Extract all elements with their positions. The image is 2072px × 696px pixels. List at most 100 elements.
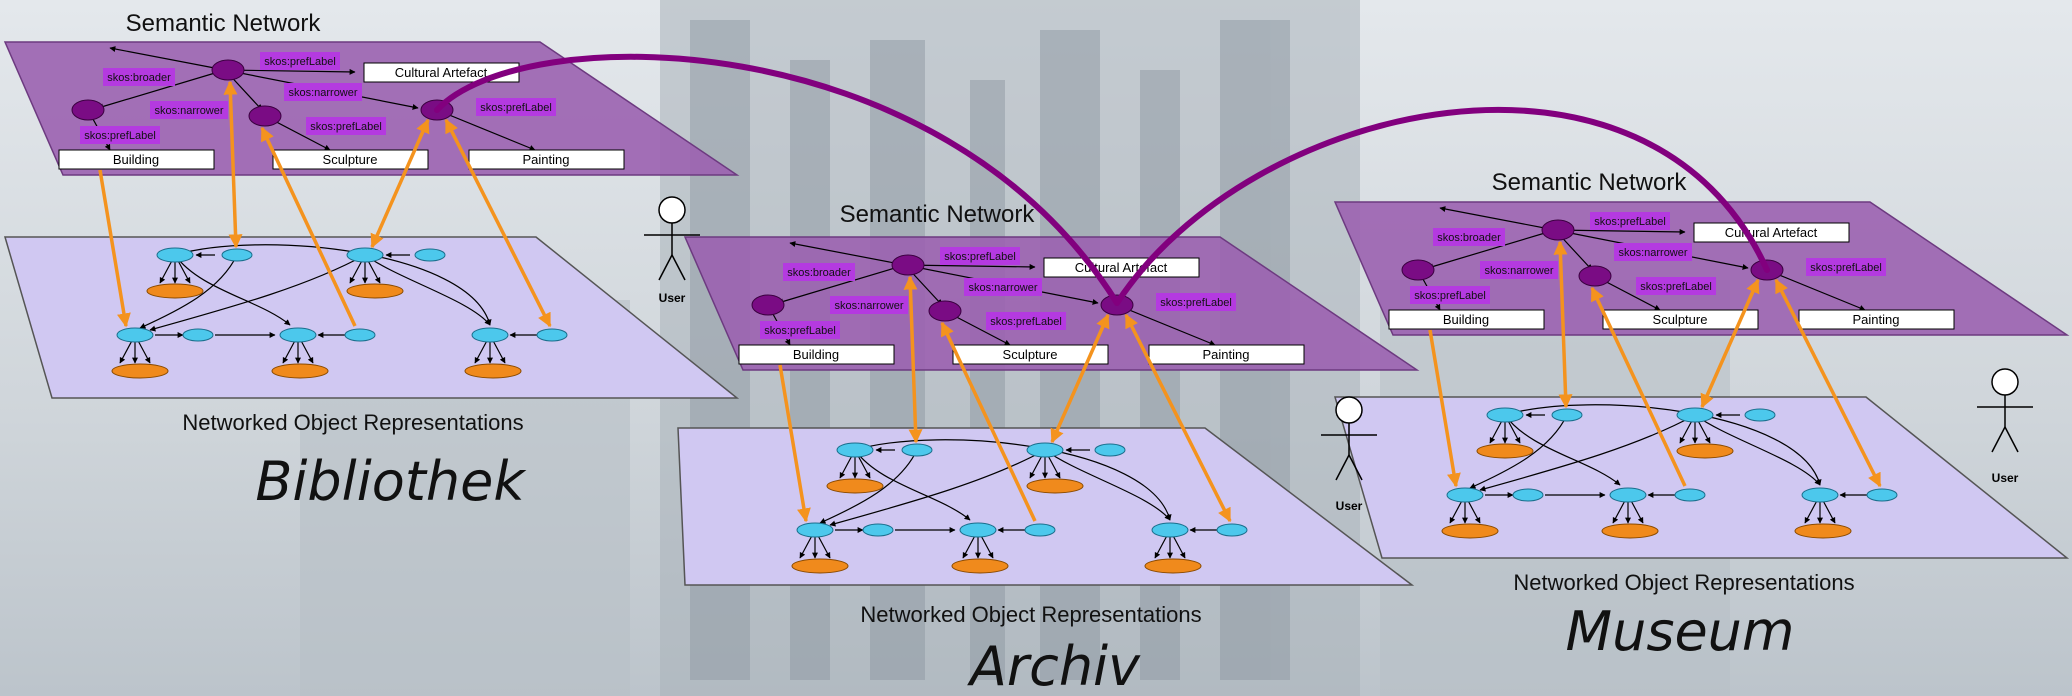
object-base-node[interactable]: [346, 283, 404, 299]
relation-tag-broader: skos:broader: [107, 72, 171, 84]
object-node[interactable]: [346, 247, 384, 263]
object-base-nodes: [1441, 443, 1852, 539]
object-node[interactable]: [1551, 408, 1583, 422]
concept-label-building: Building: [113, 152, 159, 167]
object-node[interactable]: [1216, 523, 1248, 537]
unit-archiv: Semantic Network skos:broader skos:prefL…: [644, 196, 1420, 696]
object-representation-layer: Networked Object Representations: [677, 427, 1415, 627]
concept-label-cultural-artefact: Cultural Artefact: [395, 65, 488, 80]
institution-name-museum: Museum: [1566, 600, 1795, 663]
concept-node[interactable]: [1578, 265, 1612, 287]
object-nodes: [1446, 407, 1898, 503]
object-node[interactable]: [1744, 408, 1776, 422]
relation-tag-narrower: skos:narrower: [1618, 247, 1687, 259]
relation-tags: skos:broader skos:prefLabel skos:narrowe…: [80, 52, 556, 144]
relation-tag-preflabel: skos:prefLabel: [1640, 281, 1712, 293]
object-base-node[interactable]: [271, 363, 329, 379]
object-base-node[interactable]: [1601, 523, 1659, 539]
relation-tag-preflabel: skos:prefLabel: [944, 251, 1016, 263]
semantic-network-layer: Semantic Network skos:broader skos:prefL…: [3, 10, 740, 176]
object-node[interactable]: [1801, 487, 1839, 503]
institution-name-archiv: Archiv: [967, 635, 1141, 696]
object-nodes: [116, 247, 568, 343]
relation-tag-preflabel: skos:prefLabel: [1160, 297, 1232, 309]
concept-label-cultural-artefact: Cultural Artefact: [1725, 225, 1818, 240]
object-base-node[interactable]: [951, 558, 1009, 574]
object-node[interactable]: [1609, 487, 1647, 503]
object-node[interactable]: [156, 247, 194, 263]
object-node[interactable]: [344, 328, 376, 342]
object-base-node[interactable]: [1026, 478, 1084, 494]
object-node[interactable]: [901, 443, 933, 457]
user-label: User: [1992, 471, 2019, 485]
object-node[interactable]: [414, 248, 446, 262]
object-node[interactable]: [1674, 488, 1706, 502]
concept-label-painting: Painting: [523, 152, 570, 167]
object-node[interactable]: [1866, 488, 1898, 502]
relation-tag-narrower: skos:narrower: [968, 282, 1037, 294]
object-base-node[interactable]: [1476, 443, 1534, 459]
concept-node[interactable]: [211, 59, 245, 81]
concept-label-sculpture: Sculpture: [1003, 347, 1058, 362]
mapping-arrows: [98, 80, 552, 328]
relation-tag-narrower: skos:narrower: [1484, 265, 1553, 277]
semantic-plane: [3, 41, 740, 176]
cross-institution-links: [434, 53, 1770, 306]
object-node[interactable]: [1024, 523, 1056, 537]
object-node[interactable]: [1676, 407, 1714, 423]
object-node[interactable]: [959, 522, 997, 538]
object-node[interactable]: [1486, 407, 1524, 423]
object-base-node[interactable]: [464, 363, 522, 379]
relation-tags: skos:broader skos:prefLabel skos:narrowe…: [1410, 212, 1886, 304]
relation-tag-preflabel: skos:prefLabel: [764, 325, 836, 337]
object-node[interactable]: [796, 522, 834, 538]
object-node[interactable]: [536, 328, 568, 342]
object-node[interactable]: [1151, 522, 1189, 538]
relation-tag-broader: skos:broader: [1437, 232, 1501, 244]
unit-museum: Semantic Network skos:broader skos:prefL…: [1321, 169, 2070, 663]
object-base-node[interactable]: [1676, 443, 1734, 459]
relation-tag-preflabel: skos:prefLabel: [310, 121, 382, 133]
concept-node[interactable]: [1401, 259, 1435, 281]
object-node[interactable]: [1512, 488, 1544, 502]
user-head-icon: [658, 196, 686, 224]
object-base-node[interactable]: [1144, 558, 1202, 574]
concept-node[interactable]: [928, 300, 962, 322]
concept-node[interactable]: [891, 254, 925, 276]
semantic-network-title: Semantic Network: [1492, 169, 1688, 196]
link-archiv-museum[interactable]: [1114, 107, 1770, 306]
object-node[interactable]: [862, 523, 894, 537]
object-base-node[interactable]: [791, 558, 849, 574]
object-node[interactable]: [116, 327, 154, 343]
institution-name-bibliothek: Bibliothek: [255, 450, 527, 513]
object-base-node[interactable]: [1794, 523, 1852, 539]
user-label: User: [659, 291, 686, 305]
object-node[interactable]: [182, 328, 214, 342]
relation-tag-preflabel: skos:prefLabel: [1414, 290, 1486, 302]
concept-label-building: Building: [793, 347, 839, 362]
object-base-node[interactable]: [111, 363, 169, 379]
concept-label-sculpture: Sculpture: [1653, 312, 1708, 327]
link-bibliothek-archiv[interactable]: [434, 53, 1120, 306]
concept-node[interactable]: [248, 105, 282, 127]
object-node[interactable]: [279, 327, 317, 343]
object-node[interactable]: [1446, 487, 1484, 503]
relation-tag-narrower: skos:narrower: [154, 105, 223, 117]
semantic-network-title: Semantic Network: [840, 201, 1036, 228]
object-base-node[interactable]: [1441, 523, 1499, 539]
object-node[interactable]: [1026, 442, 1064, 458]
object-node[interactable]: [1094, 443, 1126, 457]
object-base-node[interactable]: [826, 478, 884, 494]
concept-node[interactable]: [751, 294, 785, 316]
object-node[interactable]: [836, 442, 874, 458]
object-node[interactable]: [471, 327, 509, 343]
concept-node[interactable]: [1541, 219, 1575, 241]
object-node[interactable]: [221, 248, 253, 262]
concept-node[interactable]: [71, 99, 105, 121]
user-head-icon: [1991, 368, 2019, 396]
object-base-node[interactable]: [146, 283, 204, 299]
concept-label-sculpture: Sculpture: [323, 152, 378, 167]
concept-label-painting: Painting: [1203, 347, 1250, 362]
relation-tag-broader: skos:broader: [787, 267, 851, 279]
